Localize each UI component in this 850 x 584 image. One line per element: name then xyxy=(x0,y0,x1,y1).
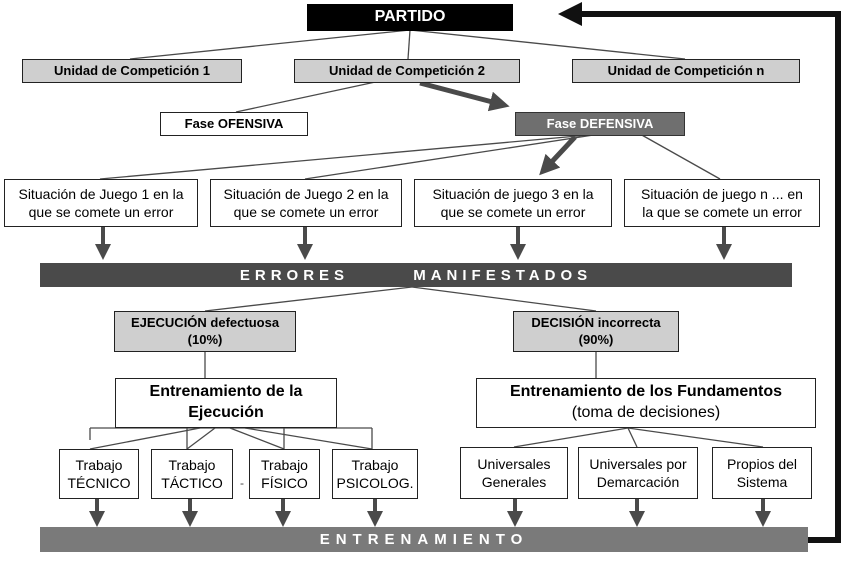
work-line: Trabajo xyxy=(351,456,399,473)
work-line: Trabajo xyxy=(261,456,308,473)
fundamentals-line: Demarcación xyxy=(596,474,680,490)
situation-line: Situación de juego 3 en la xyxy=(432,185,594,202)
fundamentals-line: Universales xyxy=(477,455,551,472)
unit-connectors xyxy=(235,80,381,113)
root-connectors xyxy=(129,29,686,60)
fundamentals-training-subtitle: (toma de decisiones) xyxy=(571,404,721,421)
decision-error-pct: (90%) xyxy=(578,331,614,347)
situation-box-1: Situación de Juego 1 en la que se comete… xyxy=(4,179,198,227)
unit-label: Unidad de Competición 1 xyxy=(53,62,210,78)
defensive-phase-label: Fase DEFENSIVA xyxy=(546,115,654,131)
fundamentals-box-system: Propios del Sistema xyxy=(712,447,812,499)
errors-connectors xyxy=(204,286,597,378)
situation-line: Situación de Juego 1 en la xyxy=(18,185,184,202)
errors-bar: ERRORES MANIFESTADOS xyxy=(40,263,792,287)
situation-line: que se comete un error xyxy=(233,204,379,220)
situation-box-2: Situación de Juego 2 en la que se comete… xyxy=(210,179,402,227)
situation-box-n: Situación de juego n ... en la que se co… xyxy=(624,179,820,227)
execution-error-title: EJECUCIÓN defectuosa xyxy=(130,314,280,330)
errors-bar-label: ERRORES MANIFESTADOS xyxy=(239,266,593,284)
execution-error-pct: (10%) xyxy=(187,331,223,347)
unit-box-n: Unidad de Competición n xyxy=(572,59,800,83)
feedback-loop xyxy=(558,2,841,543)
work-box-tactical: Trabajo TÁCTICO xyxy=(151,449,233,499)
situation-line: que se comete un error xyxy=(28,204,174,220)
fundamentals-box-general: Universales Generales xyxy=(460,447,568,499)
defensive-phase-box: Fase DEFENSIVA xyxy=(515,112,685,136)
work-box-physical: Trabajo FÍSICO xyxy=(249,449,320,499)
execution-training-line: Ejecución xyxy=(188,404,264,421)
work-line: Trabajo xyxy=(75,456,123,473)
unit-label: Unidad de Competición 2 xyxy=(328,62,485,78)
situation-line: que se comete un error xyxy=(440,204,586,220)
separator-dot: - xyxy=(240,476,244,490)
work-line: FÍSICO xyxy=(261,475,308,491)
decision-error-title: DECISIÓN incorrecta xyxy=(531,314,661,330)
work-line: TÁCTICO xyxy=(161,475,223,491)
fundamentals-line: Sistema xyxy=(736,474,788,490)
situation-arrows xyxy=(95,227,732,260)
fundamentals-training-title: Entrenamiento de los Fundamentos xyxy=(509,383,783,401)
fundamentals-line: Generales xyxy=(481,474,547,490)
situation-line: Situación de juego n ... en xyxy=(641,185,803,202)
work-line: PSICOLOG. xyxy=(336,475,414,491)
fundamentals-line: Propios del xyxy=(726,455,798,472)
work-box-psychological: Trabajo PSICOLOG. xyxy=(332,449,418,499)
fundamentals-box-position: Universales por Demarcación xyxy=(578,447,698,499)
decision-error-box: DECISIÓN incorrecta (90%) xyxy=(513,311,679,352)
offensive-phase-box: Fase OFENSIVA xyxy=(160,112,308,136)
work-line: TÉCNICO xyxy=(67,475,131,491)
root-label: PARTIDO xyxy=(374,8,446,26)
root-box: PARTIDO xyxy=(307,4,513,31)
execution-training-box: Entrenamiento de la Ejecución xyxy=(115,378,337,428)
work-line: Trabajo xyxy=(168,456,216,473)
unit-box-2: Unidad de Competición 2 xyxy=(294,59,520,83)
unit2-to-defensive-arrow xyxy=(419,80,510,112)
situation-line: la que se comete un error xyxy=(642,204,802,220)
training-bar: ENTRENAMIENTO xyxy=(40,527,808,552)
execution-tree xyxy=(89,427,373,450)
work-box-technical: Trabajo TÉCNICO xyxy=(59,449,139,499)
execution-training-line: Entrenamiento de la xyxy=(149,383,303,401)
fundamentals-line: Universales por xyxy=(589,455,687,472)
fundamentals-training-box: Entrenamiento de los Fundamentos (toma d… xyxy=(476,378,816,428)
situation-box-3: Situación de juego 3 en la que se comete… xyxy=(414,179,612,227)
fundamentals-tree xyxy=(513,427,764,448)
training-bar-label: ENTRENAMIENTO xyxy=(319,531,529,548)
unit-box-1: Unidad de Competición 1 xyxy=(22,59,242,83)
offensive-phase-label: Fase OFENSIVA xyxy=(184,115,284,131)
bottom-arrows xyxy=(89,499,771,527)
defensive-connectors xyxy=(99,133,721,180)
execution-error-box: EJECUCIÓN defectuosa (10%) xyxy=(114,311,296,352)
defensive-to-situation3-arrow xyxy=(539,135,577,176)
unit-label: Unidad de Competición n xyxy=(607,62,765,78)
situation-line: Situación de Juego 2 en la xyxy=(223,185,389,202)
